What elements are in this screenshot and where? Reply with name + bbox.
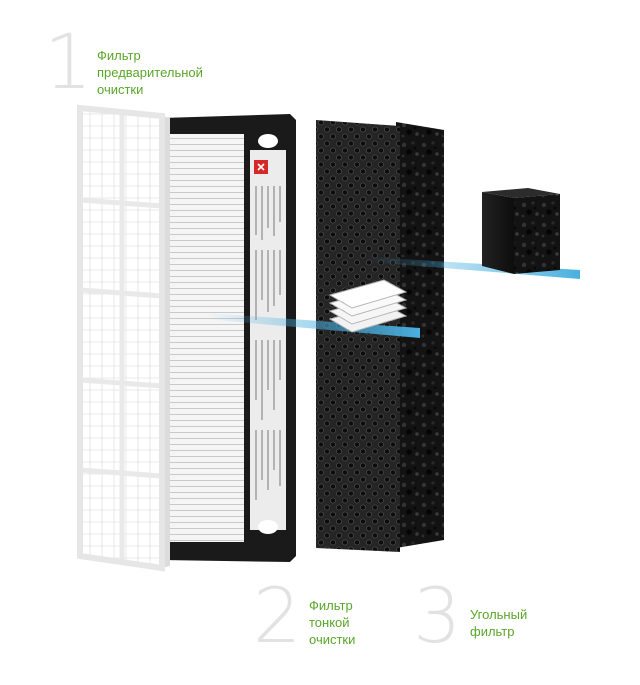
stage-3-caption: Угольный фильтр: [470, 606, 527, 640]
airflow-beam-upper: [368, 257, 580, 279]
frame-latch-top: [258, 134, 278, 148]
airflow-beam-lower: [205, 313, 420, 338]
stage-1-number: 1: [44, 17, 93, 106]
airflow-beams: [205, 257, 580, 338]
stage-2-caption-line: очистки: [309, 632, 356, 647]
hepa-filter: [162, 114, 296, 562]
stage-3-caption-line: фильтр: [470, 624, 515, 639]
pre-filter-ribs: [79, 112, 163, 562]
stage-2-caption-line: тонкой: [309, 615, 350, 630]
stage-2-number: 2: [253, 571, 302, 660]
stage-2-caption-line: Фильтр: [309, 598, 353, 613]
stage-3-caption-line: Угольный: [470, 607, 528, 622]
pre-filter: [77, 104, 170, 572]
fine-sheets-icon: [328, 279, 408, 333]
brand-logo: [254, 160, 268, 174]
stage-1-caption-line: очистки: [97, 82, 144, 97]
stage-1-caption-line: Фильтр: [97, 48, 141, 63]
stage-1-caption-line: предварительной: [97, 65, 203, 80]
stage-2-caption: Фильтр тонкой очистки: [309, 597, 355, 648]
carbon-cube-icon: [482, 188, 560, 274]
label-print: [255, 186, 281, 500]
stage-1-caption: Фильтр предварительной очистки: [97, 47, 203, 98]
stage-3-number: 3: [413, 571, 462, 660]
carbon-honeycomb-layer: [316, 120, 400, 552]
frame-latch-bottom: [258, 520, 278, 534]
hepa-pleats: [170, 134, 244, 542]
carbon-filter: [316, 120, 444, 552]
